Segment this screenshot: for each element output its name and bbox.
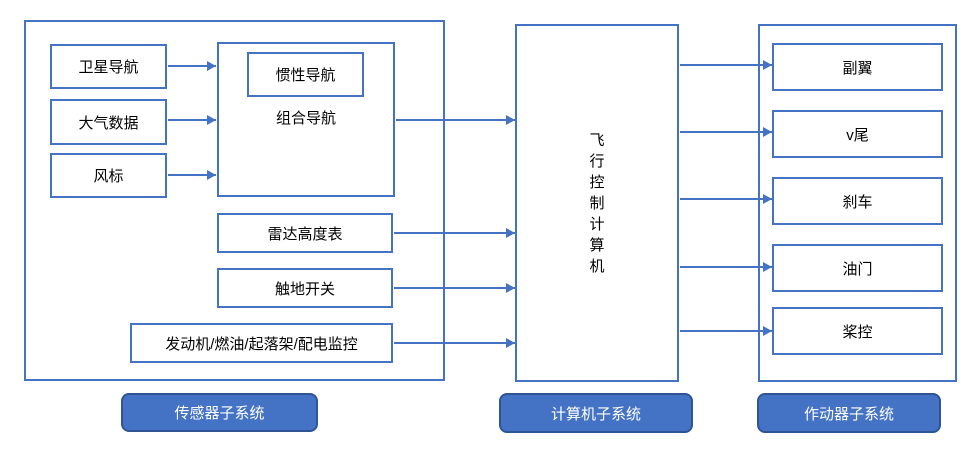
integrated-nav-label: 组合导航: [275, 110, 336, 127]
arrow-satellite-to-nav: [168, 65, 216, 67]
arrow-airdata-to-nav: [168, 119, 216, 121]
arrow-engine-to-computer: [394, 342, 515, 344]
box-engine-monitoring: 发动机/燃油/起落架/配电监控: [130, 323, 393, 363]
arrow-computer-to-propeller: [680, 330, 772, 332]
arrow-computer-to-aileron: [680, 64, 772, 66]
actuator-subsystem-container: [758, 24, 957, 382]
box-aileron: 副翼: [772, 43, 943, 91]
box-v-tail: v尾: [772, 110, 943, 158]
arrow-windvane-to-nav: [168, 174, 216, 176]
box-throttle: 油门: [772, 244, 943, 292]
box-propeller-control: 桨控: [772, 307, 943, 355]
computer-subsystem-pill: 计算机子系统: [499, 393, 693, 433]
box-brake: 刹车: [772, 177, 943, 225]
arrow-radar-to-computer: [394, 232, 515, 234]
flight-control-computer-label: 飞行控制计算机: [589, 131, 605, 275]
box-wind-vane: 风标: [50, 153, 167, 198]
box-flight-control-computer: 飞行控制计算机: [515, 24, 679, 382]
arrow-computer-to-brake: [680, 198, 772, 200]
box-radar-altimeter: 雷达高度表: [217, 213, 393, 253]
arrow-computer-to-throttle: [680, 266, 772, 268]
arrow-nav-to-computer: [396, 119, 515, 121]
box-air-data: 大气数据: [50, 99, 167, 145]
actuator-subsystem-pill: 作动器子系统: [757, 393, 941, 433]
box-touchdown-switch: 触地开关: [217, 268, 393, 308]
arrow-touchdown-to-computer: [394, 287, 515, 289]
sensor-subsystem-container: [24, 20, 445, 381]
box-inertial-nav: 惯性导航: [247, 52, 364, 97]
box-satellite-nav: 卫星导航: [50, 44, 167, 89]
arrow-computer-to-vtail: [680, 131, 772, 133]
sensor-subsystem-pill: 传感器子系统: [121, 393, 318, 432]
